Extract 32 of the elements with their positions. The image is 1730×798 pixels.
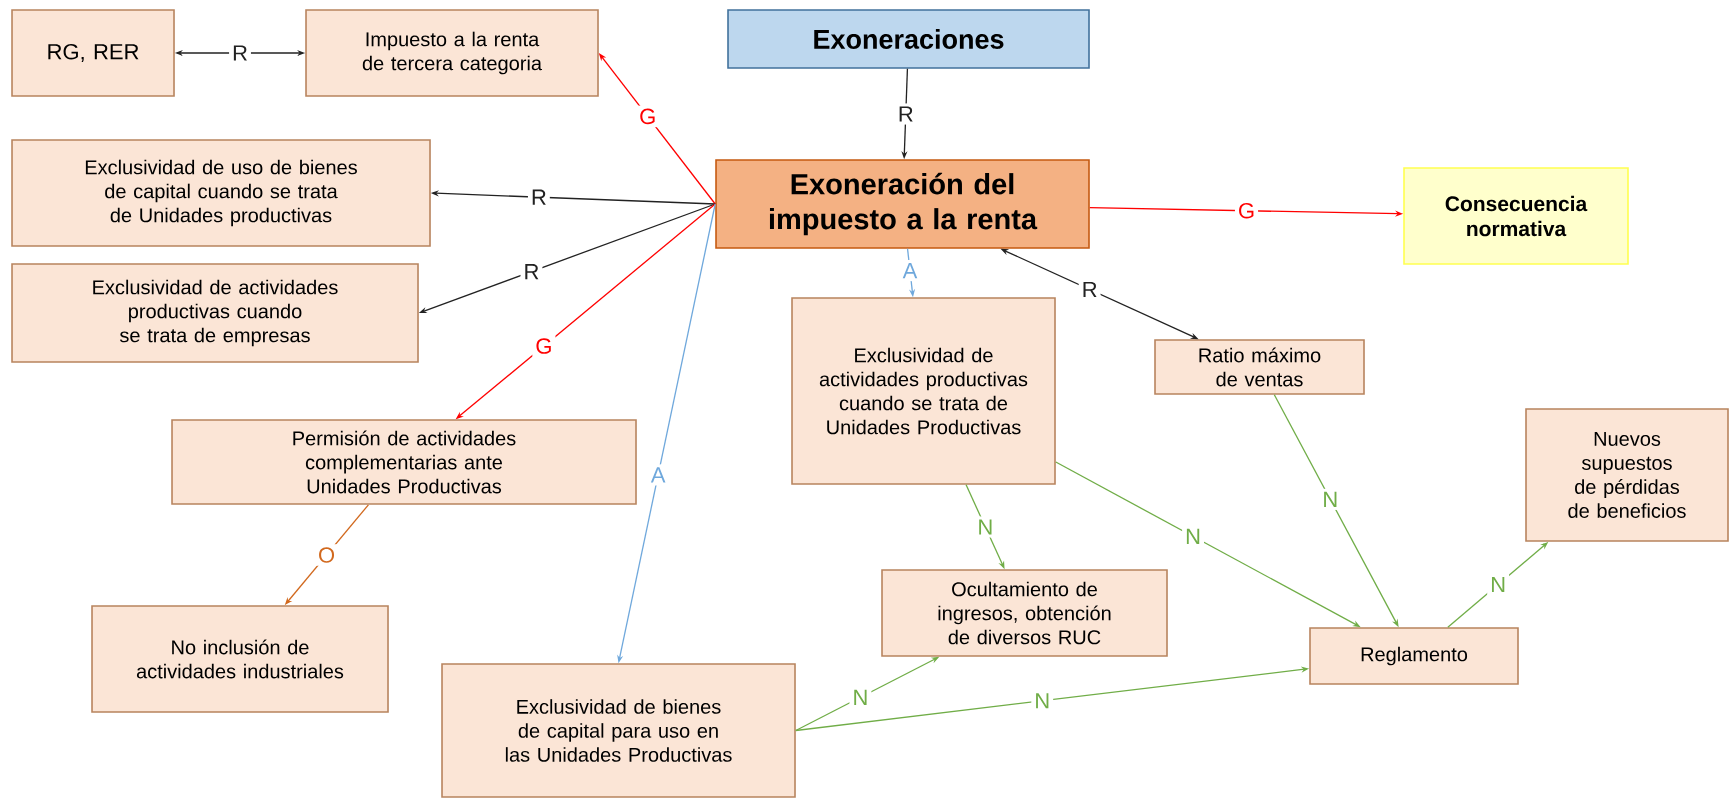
edge-label: R [527, 186, 550, 208]
concept-box: Nuevos supuestos de pérdidas de beneficios [1525, 408, 1729, 542]
concept-box: Exclusividad de actividades productivas cuando se trata de empresas [11, 263, 419, 363]
concept-box: Exclusividad de uso de bienes de capital cuando se trata de Unidades productivas [11, 139, 431, 247]
edge-label: N [1487, 573, 1510, 596]
edge-label: G [532, 335, 556, 357]
edge-label: N [1319, 488, 1342, 510]
concept-box: Exclusividad de bienes de capital para uso en las Unidades Productivas [441, 663, 796, 798]
edge-label: N [1182, 525, 1204, 547]
edge-label: G [1234, 199, 1259, 222]
concept-box: Reglamento [1309, 627, 1519, 685]
edge-label: A [647, 464, 669, 486]
edge-label: N [974, 516, 997, 538]
edge-label: R [520, 261, 543, 283]
edge-label: R [1078, 278, 1101, 301]
concept-box: RG, RER [11, 9, 175, 97]
concept-box: Ocultamiento de ingresos, obtención de diversos RUC [881, 569, 1168, 657]
edge-label: N [1031, 690, 1054, 712]
concept-box: Ratio máximo de ventas [1154, 339, 1365, 395]
concept-box: No inclusión de actividades industriales [91, 605, 389, 713]
title-box: Exoneraciones [727, 9, 1090, 69]
concept-box: Permisión de actividades complementarias ante Unidades Productivas [171, 419, 637, 505]
result-box: Consecuencia normativa [1403, 167, 1629, 265]
edge-label: G [636, 105, 660, 128]
main-concept-box: Exoneración del impuesto a la renta [715, 159, 1090, 249]
edge-label: R [229, 42, 251, 64]
concept-box: Impuesto a la renta de tercera categoria [305, 9, 599, 97]
edge-label: R [894, 103, 917, 125]
concept-box: Exclusividad de actividades productivas cuando se trata de Unidades Productivas [791, 297, 1056, 485]
edge-label: A [899, 260, 921, 282]
edge-label: O [315, 544, 339, 566]
edge-label: N [849, 686, 872, 708]
